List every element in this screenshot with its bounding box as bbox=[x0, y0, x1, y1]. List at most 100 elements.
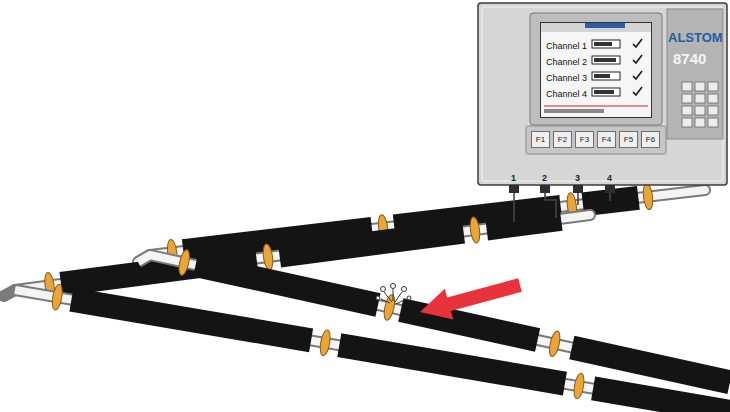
insulation bbox=[401, 310, 538, 340]
channel-name: Channel 3 bbox=[546, 74, 587, 83]
status-bar-fill bbox=[594, 90, 614, 94]
screen-bezel bbox=[530, 13, 662, 125]
monitor-unit bbox=[478, 3, 727, 193]
status-bar-fill bbox=[594, 74, 610, 78]
screen-header-logo bbox=[585, 23, 625, 28]
sensor-cable bbox=[577, 193, 579, 205]
channel-name: Channel 1 bbox=[546, 42, 587, 51]
brand-panel bbox=[667, 9, 723, 139]
sensor-cables bbox=[514, 193, 610, 222]
connector-plug bbox=[605, 185, 615, 193]
droplet bbox=[376, 296, 380, 300]
button-label: F1 bbox=[532, 136, 549, 144]
key bbox=[682, 82, 692, 91]
droplet bbox=[391, 284, 396, 289]
screen-status-line bbox=[544, 105, 648, 106]
button-strip bbox=[526, 126, 666, 154]
insulation bbox=[487, 219, 562, 229]
status-bar bbox=[592, 72, 620, 80]
key bbox=[695, 106, 705, 115]
connector-number: 4 bbox=[607, 174, 612, 183]
display-screen: Channel 1 Channel 2 Channel 3 Channel 4 bbox=[540, 22, 652, 118]
check-mark bbox=[633, 87, 642, 95]
joint-ring bbox=[548, 330, 562, 357]
key bbox=[682, 106, 692, 115]
housing-bevel bbox=[482, 7, 723, 181]
function-button: F5 bbox=[619, 131, 638, 148]
model-number: 8740 bbox=[673, 51, 706, 66]
status-bar bbox=[592, 88, 620, 96]
button-label: F2 bbox=[554, 136, 571, 144]
channel-name: Channel 4 bbox=[546, 90, 587, 99]
channel-bar-fills bbox=[594, 42, 616, 94]
function-button: F3 bbox=[575, 131, 594, 148]
channel-name: Channel 2 bbox=[546, 58, 587, 67]
button-label: F5 bbox=[620, 136, 637, 144]
key bbox=[682, 118, 692, 127]
joint-ring bbox=[382, 294, 396, 321]
leak-splash bbox=[376, 284, 411, 305]
insulation bbox=[280, 232, 464, 256]
status-bar-fill bbox=[594, 42, 612, 46]
key bbox=[708, 106, 718, 115]
droplet bbox=[381, 287, 386, 292]
joint-ring bbox=[51, 284, 64, 311]
button-label: F6 bbox=[642, 136, 659, 144]
insulation bbox=[196, 265, 378, 305]
joint-ring bbox=[177, 249, 191, 276]
keypad bbox=[682, 82, 718, 127]
status-bar bbox=[592, 40, 620, 48]
connector-number: 3 bbox=[575, 174, 580, 183]
insulation bbox=[339, 345, 565, 383]
pipe-run bbox=[4, 284, 730, 412]
function-button: F2 bbox=[553, 131, 572, 148]
key bbox=[695, 94, 705, 103]
brand-name: ALSTOM bbox=[668, 31, 723, 44]
leak-pointer-arrow bbox=[420, 278, 522, 319]
joint-ring bbox=[262, 244, 274, 271]
check-mark bbox=[633, 71, 642, 79]
pipe bbox=[15, 290, 730, 412]
button-label: F3 bbox=[576, 136, 593, 144]
connector-number: 2 bbox=[542, 174, 547, 183]
key bbox=[708, 94, 718, 103]
key bbox=[695, 82, 705, 91]
status-bar-fill bbox=[594, 58, 616, 62]
droplet bbox=[407, 296, 411, 300]
status-bar bbox=[592, 56, 620, 64]
monitor-unit-box: ALSTOM8740Channel 1Channel 2Channel 3Cha… bbox=[478, 3, 727, 185]
joint-ring bbox=[572, 372, 585, 399]
key bbox=[708, 82, 718, 91]
connector-plug bbox=[509, 185, 519, 193]
droplet bbox=[402, 287, 407, 292]
function-button: F4 bbox=[597, 131, 616, 148]
check-mark bbox=[633, 55, 642, 63]
housing bbox=[478, 3, 727, 185]
check-marks bbox=[633, 39, 642, 95]
check-mark bbox=[633, 39, 642, 47]
key bbox=[708, 118, 718, 127]
key bbox=[682, 94, 692, 103]
connector-number: 1 bbox=[511, 174, 516, 183]
connector-plug bbox=[573, 185, 583, 193]
channel-bars bbox=[592, 40, 620, 96]
insulation bbox=[71, 300, 311, 341]
key bbox=[695, 118, 705, 127]
cable-connectors bbox=[509, 185, 615, 193]
screen-footer-bar bbox=[544, 109, 604, 113]
connector-plug bbox=[540, 185, 550, 193]
joint-ring bbox=[642, 183, 654, 210]
function-button: F1 bbox=[531, 131, 550, 148]
sensor-cable bbox=[545, 193, 556, 218]
pipe-outline bbox=[4, 290, 730, 412]
sensor-cable bbox=[609, 193, 611, 201]
joint-ring bbox=[319, 329, 332, 356]
function-button: F6 bbox=[641, 131, 660, 148]
sensor-cable bbox=[513, 193, 515, 222]
insulation bbox=[593, 388, 730, 411]
joint-ring bbox=[469, 217, 481, 244]
button-label: F4 bbox=[598, 136, 615, 144]
screen-header-bar bbox=[541, 23, 651, 32]
